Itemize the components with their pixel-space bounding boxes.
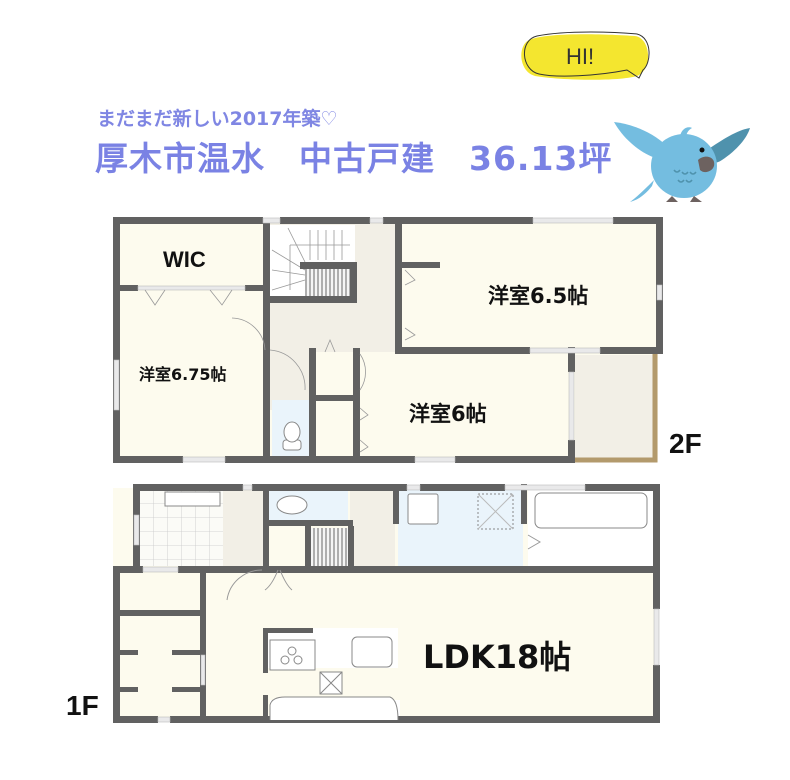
floor-label-1f: 1F bbox=[66, 690, 99, 721]
floor-label-2f: 2F bbox=[669, 428, 702, 459]
room-label-western-6: 洋室6帖 bbox=[409, 402, 487, 426]
speech-bubble-icon bbox=[521, 31, 650, 80]
floor-1f bbox=[113, 484, 660, 723]
floor-2f bbox=[113, 217, 663, 463]
blue-bird-icon bbox=[614, 122, 750, 202]
page-title: 厚木市温水 中古戸建 36.13坪 bbox=[95, 139, 613, 178]
room-label-wic: WIC bbox=[163, 247, 206, 272]
room-label-western-65: 洋室6.5帖 bbox=[488, 284, 589, 308]
speech-bubble-text: HI! bbox=[566, 44, 595, 69]
subtitle: まだまだ新しい2017年築♡ bbox=[97, 108, 338, 130]
room-label-western-675: 洋室6.75帖 bbox=[139, 365, 227, 384]
room-label-ldk: LDK18帖 bbox=[423, 638, 572, 676]
